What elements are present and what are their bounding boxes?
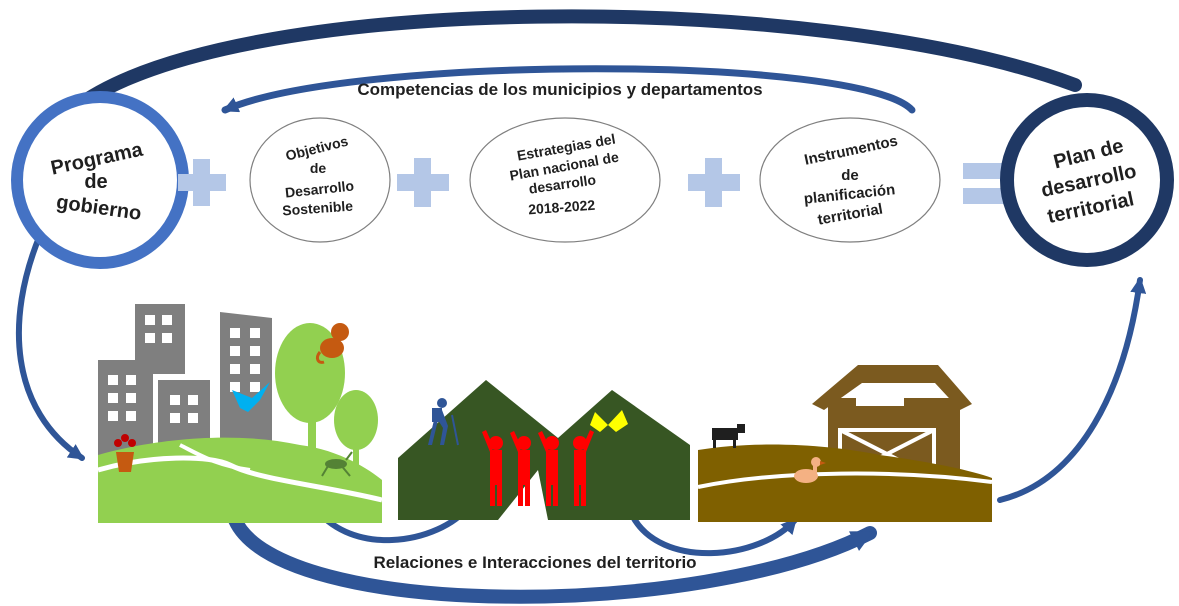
plus-operator-1 [178, 159, 226, 206]
plus-operator-2 [397, 158, 449, 207]
duck-icon [794, 457, 826, 483]
rural-field [698, 444, 992, 522]
programa-line-2: de [84, 171, 107, 193]
plus-operator-3 [688, 158, 740, 207]
competencias-label: Competencias de los municipios y departa… [357, 80, 762, 99]
rural-panel [697, 365, 993, 522]
ods-node: Objetivos de Desarrollo Sostenible [249, 117, 391, 243]
monkey-icon [315, 323, 349, 364]
instrumentos-line-2: de [841, 167, 859, 184]
relaciones-label: Relaciones e Interacciones del territori… [373, 553, 696, 572]
cow-icon [712, 424, 745, 448]
plan-territorial-node: Plan de desarrollo territorial [1000, 93, 1174, 267]
hiker-icon [428, 398, 459, 446]
grasshopper-icon [321, 451, 353, 477]
right-up-arrow [997, 277, 1147, 503]
people-icon [482, 430, 594, 506]
plan-nacional-line-4: 2018-2022 [528, 197, 596, 218]
plan-nacional-node: Estrategias del Plan nacional de desarro… [469, 117, 661, 243]
building-windows [108, 315, 260, 423]
urban-hill [98, 437, 382, 523]
competencias-arrow [221, 65, 916, 114]
ods-line-2: de [310, 160, 327, 176]
programa-node: Programa de gobierno [11, 91, 189, 269]
bottom-outer-arrow [228, 513, 877, 604]
mountain-panel [398, 380, 690, 520]
ods-line-3: Desarrollo [284, 177, 355, 200]
butterfly-icon [590, 410, 628, 432]
urban-panel [97, 304, 383, 523]
instrumentos-node: Instrumentos de planificación territoria… [759, 117, 941, 243]
flower-pot-icon [114, 434, 136, 472]
left-down-arrow [15, 232, 85, 461]
top-outer-arrow [68, 9, 1082, 115]
mountain-to-rural-arrow [629, 512, 798, 557]
bird-icon [232, 382, 270, 412]
ods-line-4: Sostenible [282, 198, 354, 219]
